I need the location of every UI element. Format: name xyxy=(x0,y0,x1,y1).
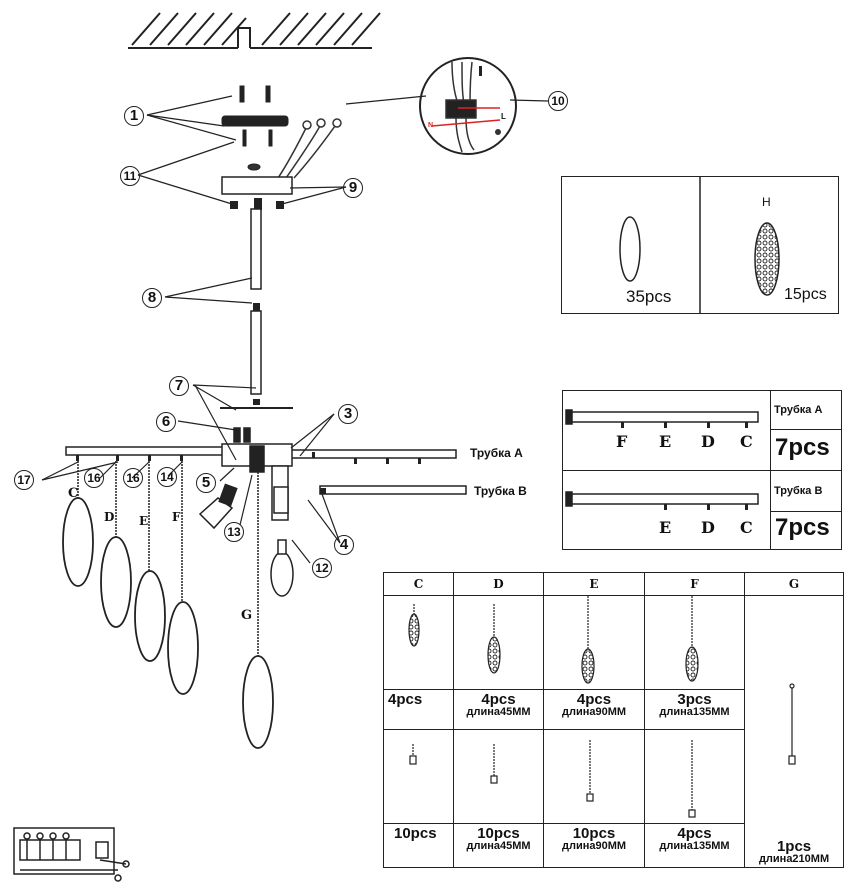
letter-d: D xyxy=(104,510,115,524)
parts-r1-c-qty: 4pcs xyxy=(388,691,423,708)
parts-cell-g: 1pcs длина210MM xyxy=(744,595,844,868)
parts-cell xyxy=(383,595,454,690)
tube-drops xyxy=(76,452,421,494)
canopy-nuts xyxy=(230,198,284,210)
parts-qty-cell: 4pcs xyxy=(383,689,454,730)
callout-16-a: 16 xyxy=(84,468,104,488)
tube-a-mark-e: E xyxy=(659,432,672,451)
tube-table-row-line xyxy=(562,470,842,471)
tube-table-a-name: Трубка А xyxy=(774,404,823,416)
parts-r1-f-qty: 3pcs xyxy=(677,691,712,708)
parts-cell xyxy=(543,729,645,824)
rod-coupler xyxy=(253,303,260,311)
tube-b-mark-e: E xyxy=(659,518,672,537)
tube-b-mark-c: C xyxy=(740,518,753,537)
callout-6: 6 xyxy=(156,412,176,432)
parts-cell xyxy=(644,729,745,824)
parts-r1-d-qty: 4pcs xyxy=(481,691,516,708)
shade-box-art xyxy=(619,176,780,314)
parts-r2-f-len: длина135MM xyxy=(659,840,730,852)
parts-header-e: E xyxy=(543,572,645,596)
parts-cell xyxy=(383,729,454,824)
parts-r2-e-len: длина90MM xyxy=(561,840,627,852)
callout-9: 9 xyxy=(343,178,363,198)
tube-table-art xyxy=(565,409,759,510)
letter-e: E xyxy=(139,514,149,528)
parts-cell xyxy=(644,595,745,690)
callout-8: 8 xyxy=(142,288,162,308)
hanging-shades xyxy=(62,461,294,749)
canopy xyxy=(221,176,293,195)
parts-qty-cell: 10pcs xyxy=(383,823,454,868)
callout-3: 3 xyxy=(338,404,358,424)
callout-17: 17 xyxy=(14,470,34,490)
callout-13: 13 xyxy=(224,522,244,542)
parts-header-g: G xyxy=(744,572,844,596)
tube-b-label: Трубка В xyxy=(474,484,527,498)
ceiling-hatch xyxy=(128,12,381,49)
callout-4: 4 xyxy=(334,535,354,555)
parts-r2-d-qty: 10pcs xyxy=(477,825,520,842)
parts-g-qty: 1pcs xyxy=(776,838,812,855)
parts-r2-c-qty: 10pcs xyxy=(394,825,437,842)
rod-lower xyxy=(250,310,262,395)
parts-r2-e-qty: 10pcs xyxy=(572,825,616,842)
mounting-bracket xyxy=(221,85,289,171)
callout-7: 7 xyxy=(169,376,189,396)
parts-r1-d-len: длина45MM xyxy=(466,706,531,718)
parts-r2-f-qty: 4pcs xyxy=(677,825,712,842)
tube-b-mark-d: D xyxy=(701,518,715,537)
oval-shade-qty: 35pcs xyxy=(626,287,672,306)
tube-a-mark-c: C xyxy=(740,432,753,451)
tube-table-b-name: Трубка В xyxy=(774,485,823,497)
parts-header-d: D xyxy=(453,572,544,596)
shade-box xyxy=(561,176,839,314)
leader-lines xyxy=(41,95,549,564)
tube-a-mark-d: D xyxy=(701,432,715,451)
callout-11: 11 xyxy=(120,166,140,186)
parts-cell xyxy=(543,595,645,690)
tube-table-row-b-line xyxy=(770,511,842,512)
parts-cell xyxy=(453,729,544,824)
callout-12: 12 xyxy=(312,558,332,578)
wire-label-n: N xyxy=(428,122,434,129)
tube-a-label: Трубка А xyxy=(470,446,523,460)
mesh-shade-qty: 15pcs xyxy=(784,286,827,303)
parts-r1-f-len: длина135MM xyxy=(659,706,730,718)
wire-label-l: L xyxy=(501,112,506,121)
callout-5: 5 xyxy=(196,473,216,493)
letter-g: G xyxy=(241,608,253,623)
chandelier-hub xyxy=(65,427,467,530)
tube-a-mark-f: F xyxy=(616,432,628,451)
terminal-detail xyxy=(419,57,517,155)
parts-cell xyxy=(453,595,544,690)
parts-header-c: C xyxy=(383,572,454,596)
parts-header-f: F xyxy=(644,572,745,596)
tube-table-a-qty: 7pcs xyxy=(775,434,830,461)
letter-f: F xyxy=(172,510,181,524)
rod-nut xyxy=(253,399,260,405)
callout-14: 14 xyxy=(157,467,177,487)
parts-r1-e-qty: 4pcs xyxy=(576,691,612,708)
callout-10: 10 xyxy=(548,91,568,111)
wiring-block-icon xyxy=(13,827,130,882)
parts-r1-e-len: длина90MM xyxy=(561,706,627,718)
mesh-shade-label: H xyxy=(762,195,771,209)
letter-c: C xyxy=(68,486,79,501)
callout-16-b: 16 xyxy=(123,468,143,488)
tube-table-row-a-line xyxy=(770,429,842,430)
tube-table-b-qty: 7pcs xyxy=(775,514,830,541)
rod-upper xyxy=(250,208,262,290)
parts-r2-d-len: длина45MM xyxy=(466,840,531,852)
callout-1: 1 xyxy=(124,106,144,126)
parts-g-len: длина210MM xyxy=(758,853,830,865)
wires xyxy=(277,118,342,179)
